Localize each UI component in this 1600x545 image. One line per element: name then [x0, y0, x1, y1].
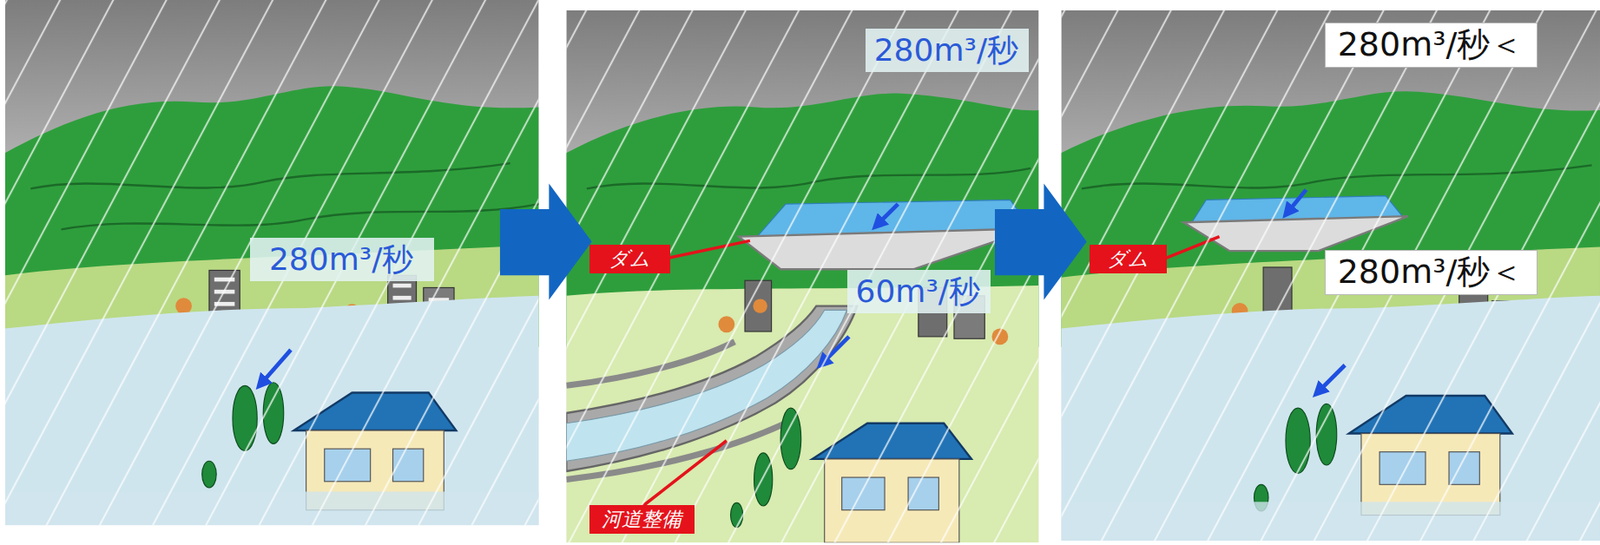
flow-label: 280m³/秒: [865, 28, 1029, 73]
flow-text: 280m³/秒＜: [1337, 253, 1525, 292]
flow-text: 280m³/秒: [269, 241, 415, 277]
transition-arrow: [500, 184, 593, 301]
flow-text: 60m³/秒: [855, 273, 982, 310]
transition-arrow: [994, 184, 1087, 301]
flow-label: 280m³/秒＜: [1324, 250, 1538, 296]
panel-dam-river: [566, 10, 1039, 544]
panel-flood: [5, 0, 540, 526]
flow-label: 280m³/秒: [250, 237, 435, 282]
flow-label: 280m³/秒＜: [1324, 22, 1538, 68]
flow-text: 280m³/秒＜: [1337, 26, 1525, 65]
flow-text: ダム: [608, 247, 652, 270]
flow-text: 280m³/秒: [874, 32, 1021, 68]
flow-text: ダム: [1106, 247, 1150, 270]
flow-text: 河道整備: [601, 507, 683, 531]
callout-label: ダム: [1089, 244, 1167, 274]
callout-label: 河道整備: [589, 505, 695, 534]
callout-label: ダム: [589, 244, 671, 274]
panel-dam-flood: [1060, 10, 1600, 541]
flow-label: 60m³/秒: [847, 269, 991, 314]
